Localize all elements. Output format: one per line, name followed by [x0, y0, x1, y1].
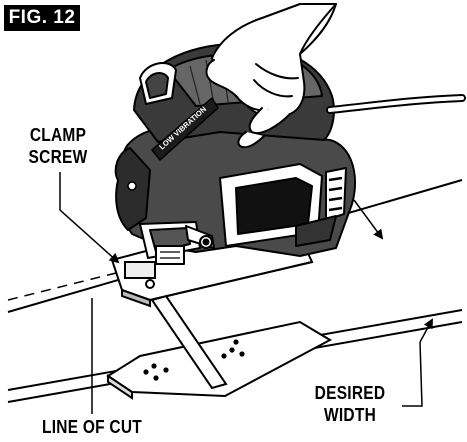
width-arrow-lower — [419, 318, 433, 343]
line-of-cut-label: LINE OF CUT — [41, 417, 143, 437]
desired-width-leader — [402, 341, 423, 407]
line-of-cut-dashed — [7, 269, 129, 301]
clamp-screw-leader — [59, 172, 120, 264]
edge-guide — [106, 320, 333, 400]
desired-width-label-line1: DESIRED — [314, 383, 386, 403]
clamp-screw-label-line2: SCREW — [28, 147, 88, 167]
clamp-screw-label: CLAMP SCREW — [15, 124, 101, 168]
operator-hand — [205, 3, 337, 149]
desired-width-label-line2: WIDTH — [323, 405, 377, 425]
desired-width-label: DESIRED WIDTH — [307, 382, 393, 426]
width-arrow-upper — [353, 199, 384, 240]
clamp-screw-label-line1: CLAMP — [29, 125, 87, 145]
figure-number-badge: FIG. 12 — [4, 5, 80, 31]
